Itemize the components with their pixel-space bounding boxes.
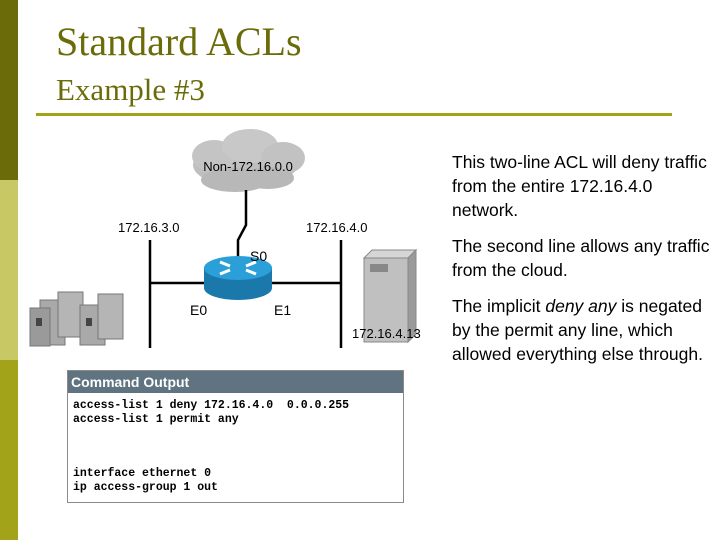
cloud-icon bbox=[192, 129, 305, 192]
explanation-emphasis: deny any bbox=[545, 296, 617, 316]
server-icon bbox=[362, 248, 418, 344]
serial-interface-label: S0 bbox=[250, 248, 267, 264]
explanation-list: This two-line ACL will deny traffic from… bbox=[452, 150, 714, 378]
sidebar-band-bottom bbox=[0, 360, 18, 540]
router-icon bbox=[204, 256, 272, 300]
explanation-text: The implicit bbox=[452, 296, 546, 316]
command-line: access-list 1 permit any bbox=[73, 413, 239, 426]
right-network-label: 172.16.4.0 bbox=[306, 220, 367, 235]
slide-title: Standard ACLs bbox=[56, 19, 302, 64]
explanation-item: The implicit deny any is negated by the … bbox=[452, 294, 714, 366]
command-line: interface ethernet 0 bbox=[73, 467, 212, 480]
cloud-label: Non-172.16.0.0 bbox=[203, 159, 293, 174]
title-divider bbox=[36, 113, 672, 116]
explanation-item: The second line allows any traffic from … bbox=[452, 236, 710, 280]
command-line: ip access-group 1 out bbox=[73, 481, 218, 494]
command-line: access-list 1 deny 172.16.4.0 0.0.0.255 bbox=[73, 399, 350, 412]
server-cluster-icon bbox=[29, 291, 124, 347]
sidebar-band-middle bbox=[0, 180, 18, 360]
host-address-label: 172.16.4.13 bbox=[352, 326, 421, 341]
explanation-item: This two-line ACL will deny traffic from… bbox=[452, 152, 707, 220]
command-output-header: Command Output bbox=[68, 371, 403, 393]
command-output-panel: Command Output access-list 1 deny 172.16… bbox=[67, 370, 404, 503]
serial-link bbox=[236, 190, 248, 268]
sidebar-band-top bbox=[0, 0, 18, 180]
left-network-label: 172.16.3.0 bbox=[118, 220, 179, 235]
explanation-text: is negated by the permit any line, which… bbox=[452, 296, 703, 364]
slide-subtitle: Example #3 bbox=[56, 72, 205, 107]
eth1-interface-label: E1 bbox=[274, 302, 291, 318]
eth0-interface-label: E0 bbox=[190, 302, 207, 318]
